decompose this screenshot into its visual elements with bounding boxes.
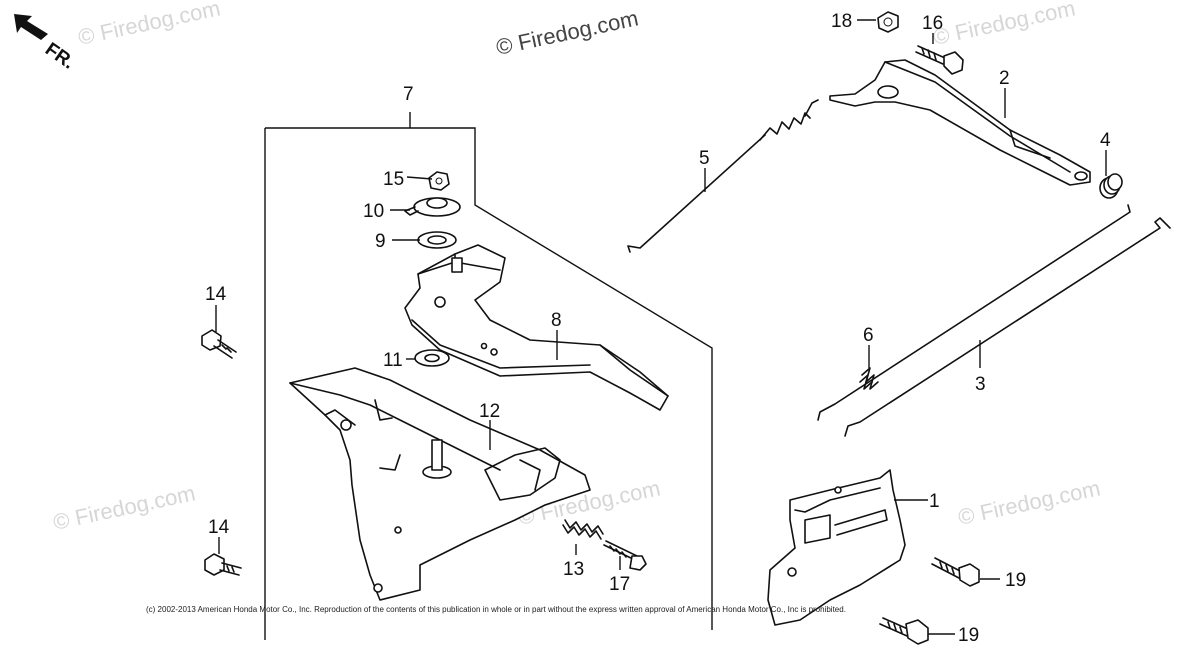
part-16-bolt bbox=[915, 45, 964, 75]
callout-7: 7 bbox=[403, 84, 414, 105]
callout-16: 16 bbox=[922, 13, 943, 34]
part-10-throttle-arm bbox=[404, 197, 461, 217]
part-1-cover-plate bbox=[767, 469, 906, 626]
part-14-bolt-lower bbox=[204, 553, 242, 576]
part-8-control-base bbox=[404, 244, 669, 411]
callout-15: 15 bbox=[383, 169, 404, 190]
part-6-governor-spring bbox=[859, 367, 879, 390]
part-5-throttle-rod bbox=[627, 99, 819, 253]
callout-19-lower: 19 bbox=[958, 625, 979, 646]
callout-11: 11 bbox=[383, 350, 403, 371]
callout-1: 1 bbox=[929, 491, 940, 512]
assembly-7-outline bbox=[264, 112, 713, 640]
part-2-control-lever bbox=[829, 59, 1091, 186]
part-12-control-bracket bbox=[289, 367, 591, 601]
callout-labels: 7 15 10 9 8 11 12 13 17 14 14 5 18 16 2 … bbox=[205, 11, 1111, 646]
part-18-nut bbox=[877, 11, 899, 33]
callout-13: 13 bbox=[563, 559, 584, 580]
part-14-bolt-upper bbox=[201, 329, 237, 359]
part-17-screw bbox=[603, 540, 647, 571]
watermark-bottom-right: © Firedog.com bbox=[956, 475, 1103, 530]
front-direction-indicator: FR. bbox=[14, 14, 78, 74]
callout-5: 5 bbox=[699, 148, 710, 169]
part-9-wave-washer bbox=[417, 231, 457, 249]
watermark-top-right: © Firedog.com bbox=[931, 0, 1078, 50]
watermark-group: © Firedog.com © Firedog.com © Firedog.co… bbox=[51, 0, 1103, 535]
callout-17: 17 bbox=[609, 574, 630, 595]
callout-14-lower: 14 bbox=[208, 517, 230, 538]
watermark-top-left: © Firedog.com bbox=[76, 0, 223, 50]
leader-lines bbox=[215, 19, 1107, 635]
callout-3: 3 bbox=[975, 374, 986, 395]
callout-19-upper: 19 bbox=[1005, 570, 1026, 591]
watermark-primary: © Firedog.com bbox=[494, 5, 641, 60]
part-19-bolt-lower bbox=[879, 617, 929, 645]
front-label: FR. bbox=[41, 39, 78, 74]
callout-4: 4 bbox=[1100, 130, 1111, 151]
callout-14-upper: 14 bbox=[205, 284, 227, 305]
part-19-bolt-upper bbox=[931, 557, 980, 587]
callout-10: 10 bbox=[363, 201, 384, 222]
callout-12: 12 bbox=[479, 401, 500, 422]
copyright-notice: (c) 2002-2013 American Honda Motor Co., … bbox=[146, 605, 846, 614]
front-arrow-icon bbox=[14, 14, 48, 40]
callout-8: 8 bbox=[551, 310, 562, 331]
callout-2: 2 bbox=[999, 68, 1010, 89]
callout-18: 18 bbox=[831, 11, 852, 32]
part-3-governor-rod bbox=[817, 204, 1171, 437]
part-13-spring bbox=[562, 519, 604, 540]
callout-9: 9 bbox=[375, 231, 386, 252]
watermark-bottom-left: © Firedog.com bbox=[51, 480, 198, 535]
part-11-washer bbox=[414, 349, 450, 367]
part-15-nut bbox=[428, 171, 450, 191]
callout-6: 6 bbox=[863, 325, 874, 346]
part-4-grommet bbox=[1099, 173, 1123, 199]
